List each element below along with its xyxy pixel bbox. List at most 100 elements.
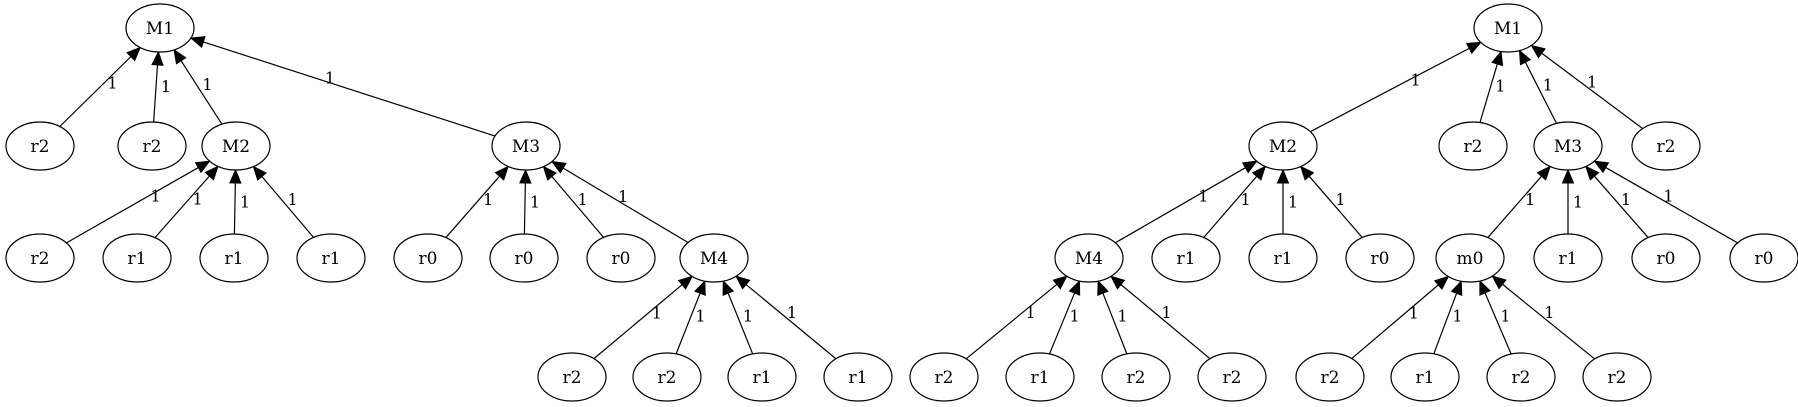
arrowhead-icon: [494, 165, 509, 181]
edge-a11-to-a5: 1: [519, 168, 540, 235]
node-a6: r2: [5, 233, 75, 283]
node-b6: M4: [1054, 233, 1124, 283]
edge-b16-to-b6: 1: [1097, 279, 1128, 355]
arrowhead-icon: [1068, 279, 1081, 296]
edge-weight-label: 1: [1198, 187, 1208, 206]
arrowhead-icon: [1465, 41, 1482, 55]
edge-a14-to-a13: 1: [593, 275, 694, 360]
node-b4: M3: [1533, 121, 1603, 171]
edge-a15-to-a13: 1: [675, 279, 706, 355]
edge-line: [1487, 175, 1543, 238]
edge-weight-label: 1: [1025, 303, 1035, 322]
node-label: r0: [1657, 249, 1676, 269]
edge-line: [675, 292, 701, 355]
node-a5: M3: [491, 121, 561, 171]
node-ellipse: [1631, 233, 1701, 283]
node-label: M2: [1269, 137, 1297, 157]
node-label: r0: [515, 249, 534, 269]
node-ellipse: [1390, 352, 1460, 402]
node-ellipse: [823, 352, 893, 402]
edge-a16-to-a13: 1: [722, 279, 754, 355]
edge-line: [153, 64, 159, 123]
node-ellipse: [1295, 352, 1365, 402]
arrowhead-icon: [252, 165, 267, 181]
edge-weight-label: 1: [618, 187, 628, 206]
edge-a2-to-a1: 1: [59, 46, 142, 127]
node-a3: r2: [117, 121, 187, 171]
node-a13: M4: [679, 233, 749, 283]
node-a8: r1: [199, 233, 269, 283]
edge-b15-to-b6: 1: [1048, 279, 1081, 355]
edge-line: [965, 283, 1058, 360]
arrowhead-icon: [1491, 275, 1507, 290]
node-label: r2: [658, 368, 677, 388]
edge-line: [59, 56, 132, 127]
node-label: r2: [31, 137, 50, 157]
node-label: m0: [1457, 249, 1484, 269]
node-a15: r2: [632, 352, 702, 402]
edge-line: [551, 176, 604, 238]
edge-line: [1484, 292, 1512, 355]
edge-line: [203, 41, 496, 137]
node-b17: r2: [1197, 352, 1267, 402]
node-ellipse: [586, 233, 656, 283]
edge-b14-to-b6: 1: [965, 275, 1068, 360]
edge-b9-to-b2: 1: [1299, 165, 1363, 238]
edge-weight-label: 1: [530, 192, 540, 211]
node-label: r1: [225, 249, 244, 269]
edge-weight-label: 1: [1573, 192, 1583, 211]
arrowhead-icon: [1530, 44, 1546, 59]
edge-weight-label: 1: [1663, 187, 1673, 206]
edge-line: [1605, 167, 1738, 244]
edge-weight-label: 1: [325, 69, 335, 88]
node-ellipse: [1248, 233, 1318, 283]
arrowhead-icon: [1299, 165, 1315, 181]
node-label: r1: [1559, 249, 1578, 269]
edge-line: [445, 175, 501, 238]
node-label: r2: [1127, 368, 1146, 388]
edge-line: [1524, 61, 1558, 124]
node-a12: r0: [586, 233, 656, 283]
node-label: M3: [512, 137, 540, 157]
node-ellipse: [1435, 233, 1505, 283]
edge-line: [1310, 47, 1470, 133]
node-label: r1: [753, 368, 772, 388]
edge-b6-to-b2: 1: [1115, 160, 1258, 244]
node-b5: r2: [1631, 121, 1701, 171]
node-label: M4: [1075, 249, 1103, 269]
edge-weight-label: 1: [202, 75, 212, 94]
node-label: M1: [146, 19, 174, 39]
node-ellipse: [1005, 352, 1075, 402]
node-a10: r0: [393, 233, 463, 283]
edge-line: [1541, 52, 1644, 130]
edge-b4-to-b1: 1: [1518, 49, 1558, 124]
node-b9: r0: [1345, 233, 1415, 283]
edge-b11-to-b4: 1: [1561, 168, 1583, 234]
edge-b17-to-b6: 1: [1110, 275, 1211, 360]
node-label: r0: [1755, 249, 1774, 269]
node-ellipse: [1582, 352, 1652, 402]
node-b7: r1: [1151, 233, 1221, 283]
node-ellipse: [909, 352, 979, 402]
arrowhead-icon: [173, 48, 187, 65]
edge-weight-label: 1: [577, 190, 587, 209]
node-b1: M1: [1473, 3, 1543, 53]
node-ellipse: [1631, 121, 1701, 171]
arrowhead-icon: [126, 46, 142, 62]
arrowhead-icon: [694, 279, 706, 296]
node-label: r1: [1274, 249, 1293, 269]
edge-line: [261, 176, 314, 238]
edge-b12-to-b4: 1: [1585, 165, 1649, 238]
node-a11: r0: [489, 233, 559, 283]
node-label: r2: [563, 368, 582, 388]
edge-a17-to-a13: 1: [735, 275, 837, 360]
node-ellipse: [1197, 352, 1267, 402]
node-label: r2: [31, 249, 50, 269]
edge-line: [1102, 292, 1128, 355]
edge-line: [727, 292, 754, 355]
node-b20: r2: [1486, 352, 1556, 402]
node-ellipse: [679, 233, 749, 283]
